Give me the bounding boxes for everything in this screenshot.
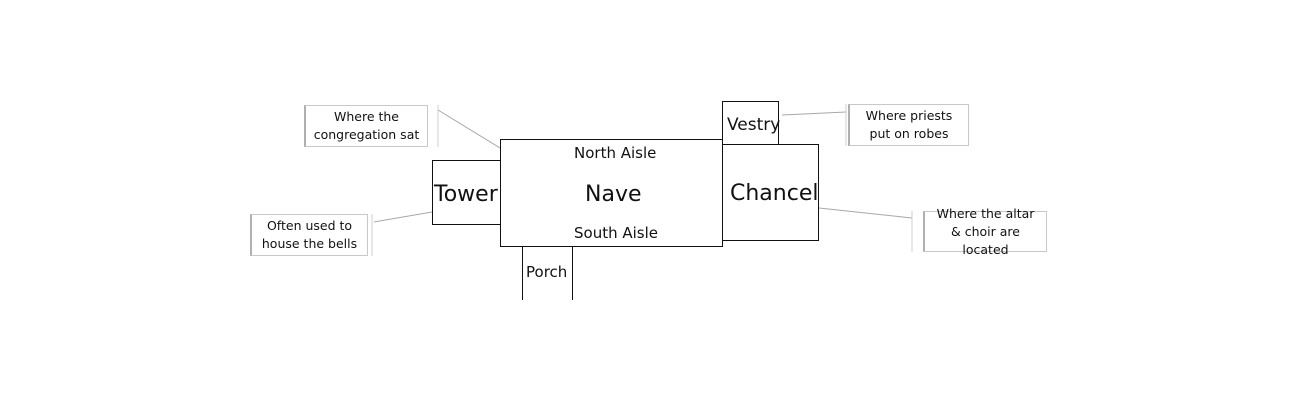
tower-room: Tower <box>432 160 501 225</box>
callout-bells: Often used to house the bells <box>250 214 368 256</box>
connector-robes <box>781 111 847 116</box>
nave-room: North Aisle Nave South Aisle <box>500 139 723 247</box>
callout-altar: Where the altar & choir are located <box>923 206 1047 257</box>
north-aisle-label: North Aisle <box>574 144 657 162</box>
porch-room: Porch <box>522 246 573 300</box>
callout-congregation: Where the congregation sat <box>304 105 428 147</box>
callout-robes: Where priests put on robes <box>848 104 969 146</box>
chancel-room: Chancel <box>722 144 819 241</box>
tower-label: Tower <box>434 182 498 207</box>
vestry-label: Vestry <box>727 115 781 135</box>
south-aisle-label: South Aisle <box>574 224 659 242</box>
vestry-room: Vestry <box>722 101 781 145</box>
nave-label: Nave <box>585 182 642 207</box>
porch-label: Porch <box>526 263 568 281</box>
chancel-label: Chancel <box>730 181 819 206</box>
connector-bells <box>373 211 433 223</box>
connector-altar <box>818 207 913 219</box>
